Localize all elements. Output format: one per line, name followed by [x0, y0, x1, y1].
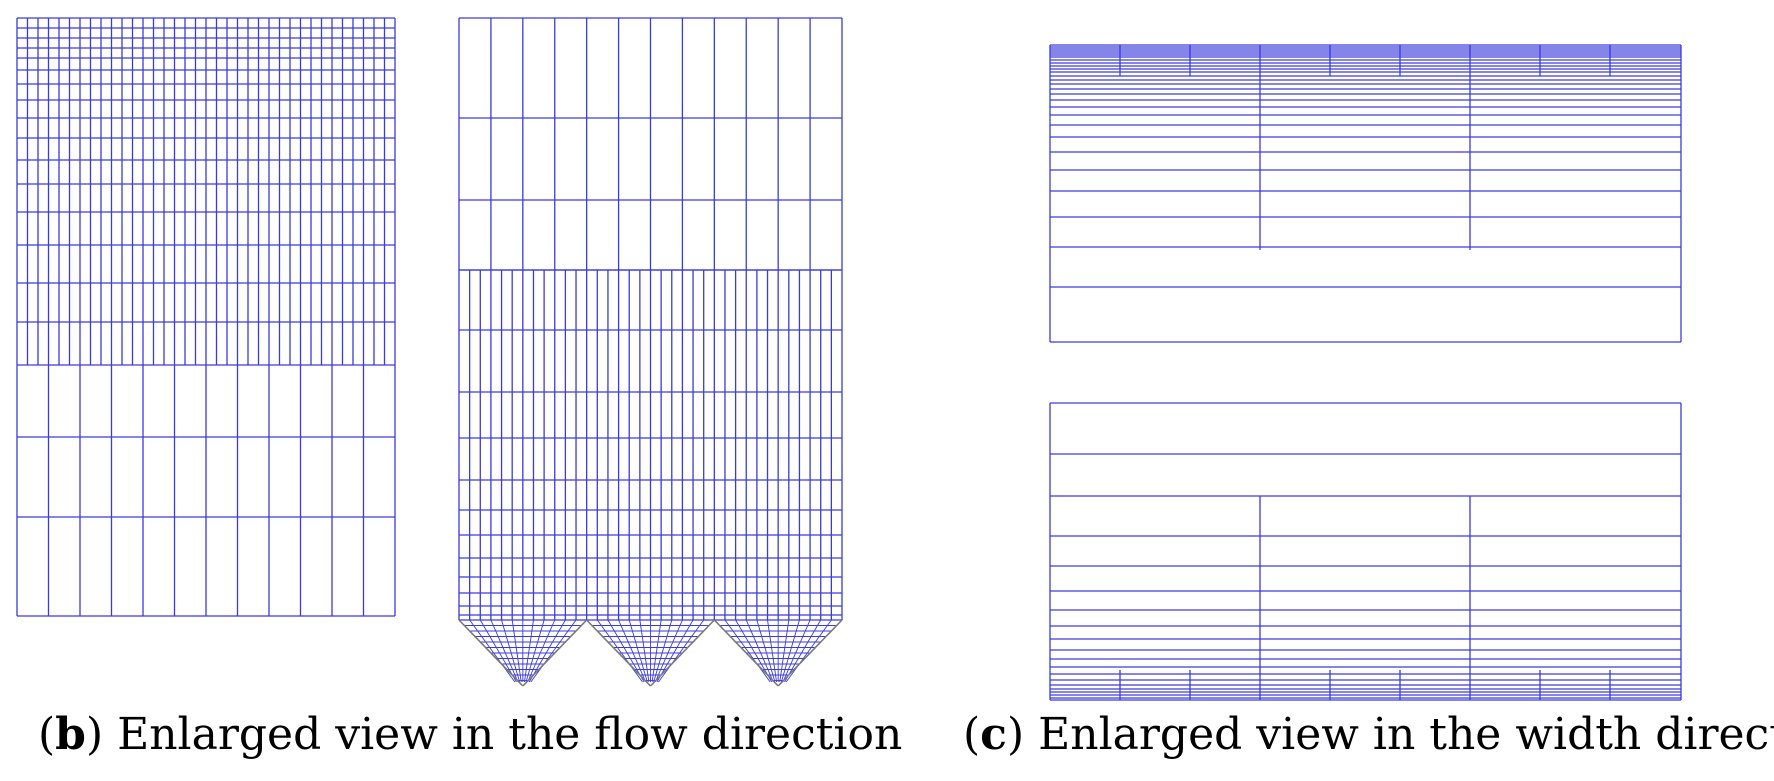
hopper-mesh-line: [490, 619, 519, 683]
hopper-mesh-line: [654, 619, 683, 683]
hopper-mesh-line: [639, 619, 650, 683]
hopper-edge: [586, 619, 652, 687]
mesh-panel-b-left: [16, 17, 396, 617]
caption-b-text: ) Enlarged view in the flow direction: [85, 709, 903, 760]
hopper-edge: [522, 619, 588, 687]
caption-b: (b) Enlarged view in the flow direction: [38, 709, 903, 760]
hopper-mesh-line: [479, 619, 517, 683]
hopper-edge: [649, 619, 715, 687]
hopper-mesh-line: [756, 619, 776, 683]
mesh-panel-c-top: [1049, 44, 1682, 343]
hopper-mesh-line: [528, 619, 566, 683]
hopper-mesh-line: [607, 619, 645, 683]
hopper-mesh-line: [618, 619, 647, 683]
hopper-mesh-line: [785, 619, 832, 683]
caption-b-letter: b: [55, 709, 86, 760]
hopper-mesh-line: [745, 619, 774, 683]
hopper-mesh-line: [530, 619, 577, 683]
caption-c-letter: c: [980, 709, 1007, 760]
hopper-mesh-line: [523, 619, 534, 683]
hopper-mesh-line: [782, 619, 811, 683]
mesh-panel-b-right: [458, 17, 843, 687]
hopper-mesh-line: [628, 619, 648, 683]
hopper-mesh-line: [527, 619, 556, 683]
hopper-mesh-line: [501, 619, 521, 683]
hopper-mesh-line: [780, 619, 800, 683]
hopper-edge: [713, 619, 779, 687]
hopper-mesh-line: [469, 619, 516, 683]
hopper-mesh-line: [784, 619, 822, 683]
hopper-mesh-line: [658, 619, 705, 683]
caption-c-text: ) Enlarged view in the width direction: [1006, 709, 1774, 760]
hopper-mesh-line: [779, 619, 790, 683]
hopper-mesh-line: [525, 619, 545, 683]
hopper-mesh-line: [767, 619, 778, 683]
hopper-mesh-line: [596, 619, 643, 683]
hopper-mesh-line: [724, 619, 771, 683]
hopper-mesh-line: [653, 619, 673, 683]
hopper-mesh-line: [735, 619, 773, 683]
hopper-edge: [777, 619, 843, 687]
hopper-mesh-line: [651, 619, 662, 683]
hopper-mesh-line: [656, 619, 694, 683]
hopper-mesh-line: [511, 619, 522, 683]
caption-c: (c) Enlarged view in the width direction: [963, 700, 1774, 770]
mesh-panel-c-bottom: [1049, 402, 1682, 701]
hopper-edge: [458, 619, 524, 687]
